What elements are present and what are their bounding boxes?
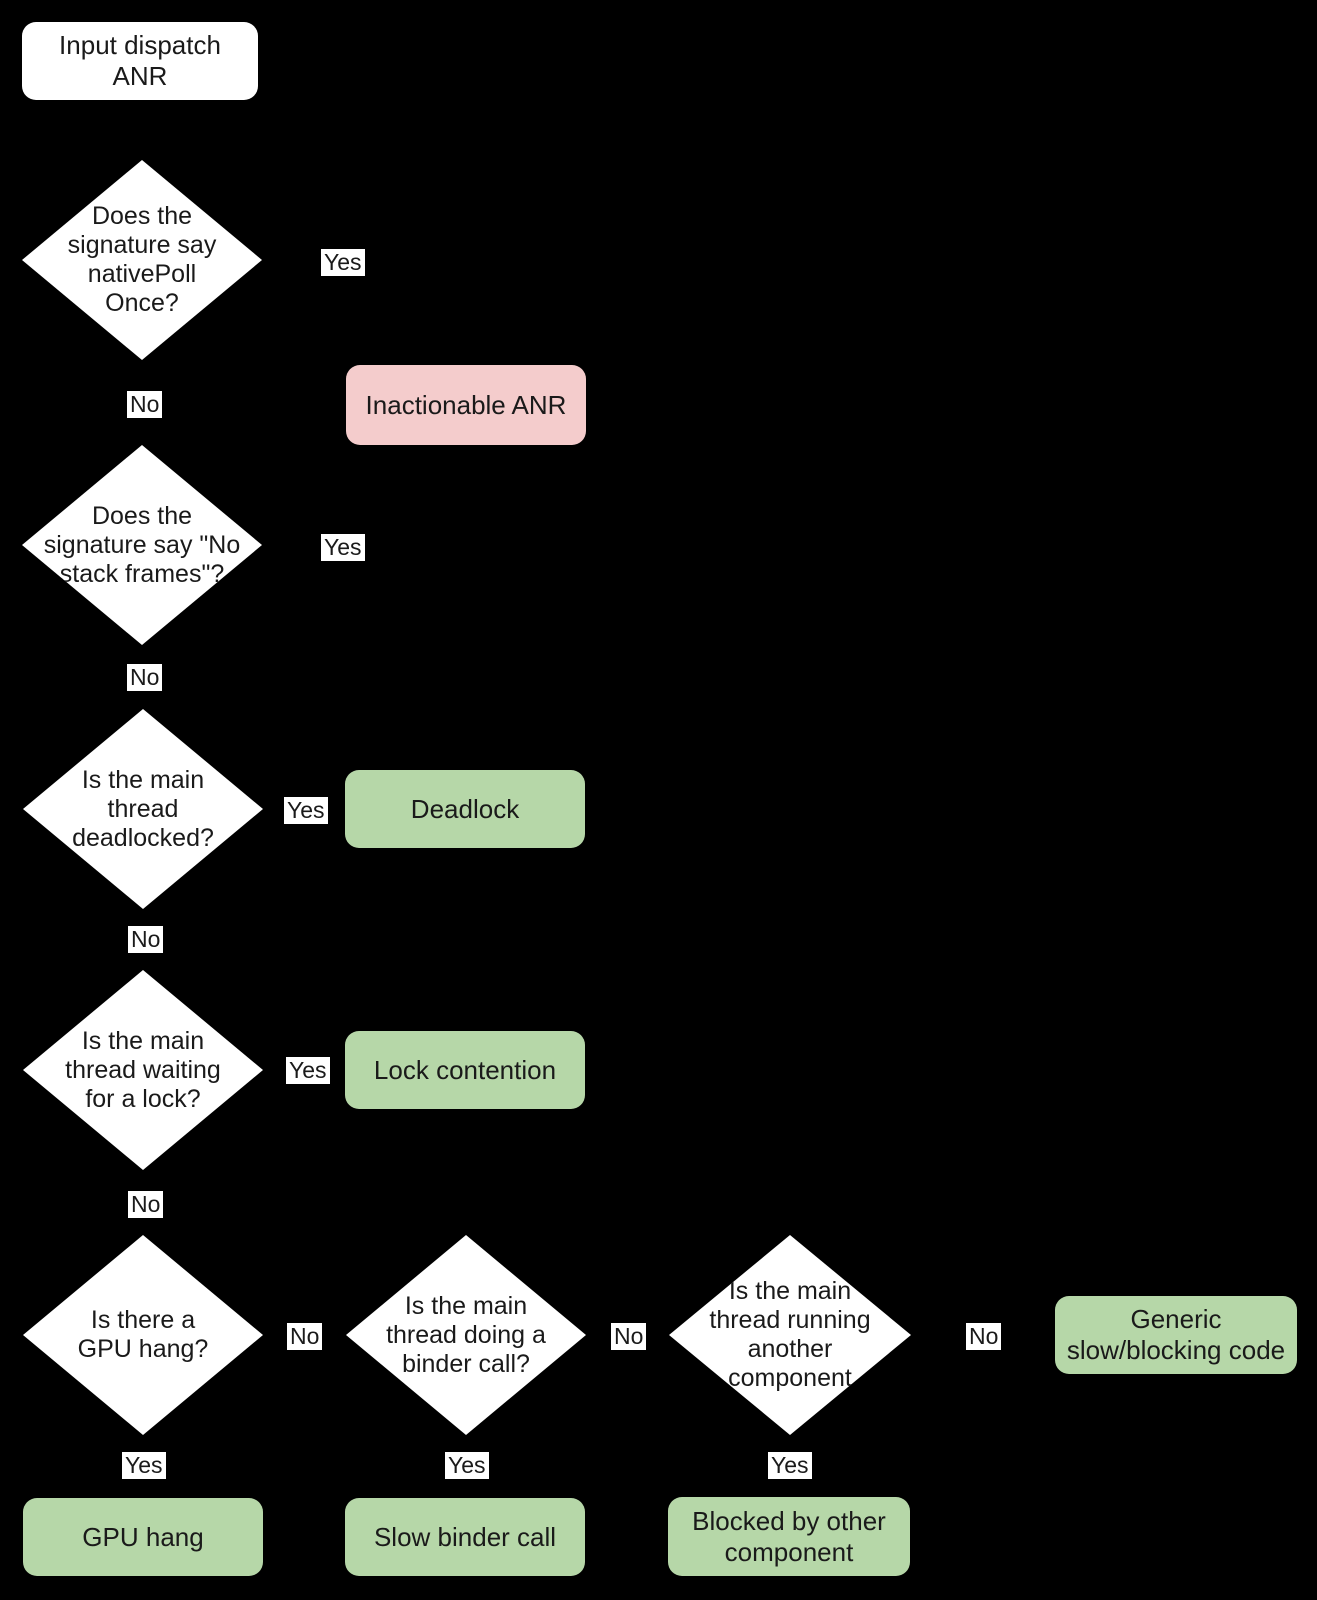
outcome-label: Generic slow/blocking code bbox=[1066, 1304, 1286, 1365]
decision-text: Is the main thread waiting for a lock? bbox=[65, 1026, 221, 1113]
start-node-input-dispatch-anr: Input dispatch ANR bbox=[22, 22, 258, 100]
decision-running-other-component: Is the main thread running another compo… bbox=[669, 1235, 911, 1435]
edge-label-yes-native-poll: Yes bbox=[321, 249, 365, 276]
outcome-blocked-by-other-component: Blocked by other component bbox=[668, 1497, 910, 1576]
edge-label-no-other-component: No bbox=[966, 1323, 1002, 1350]
decision-text: Is the main thread deadlocked? bbox=[72, 765, 214, 852]
edge-label-no-waiting-lock: No bbox=[128, 1191, 164, 1218]
decision-text: Does the signature say "No stack frames"… bbox=[43, 501, 241, 588]
decision-text: Is there a GPU hang? bbox=[77, 1306, 209, 1363]
outcome-label: GPU hang bbox=[82, 1521, 204, 1552]
edge-label-yes-binder-call: Yes bbox=[445, 1452, 489, 1479]
outcome-gpu-hang: GPU hang bbox=[23, 1498, 263, 1576]
edge-label-yes-no-stack-frames: Yes bbox=[321, 534, 365, 561]
decision-text: Is the main thread running another compo… bbox=[709, 1277, 871, 1392]
edge-label-yes-waiting-lock: Yes bbox=[286, 1057, 330, 1084]
outcome-slow-binder-call: Slow binder call bbox=[345, 1498, 585, 1576]
decision-gpu-hang: Is there a GPU hang? bbox=[23, 1235, 263, 1435]
outcome-inactionable-anr: Inactionable ANR bbox=[346, 365, 586, 445]
decision-no-stack-frames: Does the signature say "No stack frames"… bbox=[22, 445, 262, 645]
edge-label-no-no-stack-frames: No bbox=[127, 664, 163, 691]
decision-text: Does the signature say nativePoll Once? bbox=[67, 202, 217, 317]
decision-main-thread-waiting-lock: Is the main thread waiting for a lock? bbox=[23, 970, 263, 1170]
decision-text: Is the main thread doing a binder call? bbox=[386, 1291, 546, 1378]
edge-label-yes-other-component: Yes bbox=[768, 1452, 812, 1479]
outcome-label: Blocked by other component bbox=[692, 1505, 886, 1567]
outcome-label: Lock contention bbox=[373, 1054, 557, 1085]
outcome-lock-contention: Lock contention bbox=[345, 1031, 585, 1109]
outcome-deadlock: Deadlock bbox=[345, 770, 585, 848]
edge-label-no-native-poll: No bbox=[127, 391, 163, 418]
decision-binder-call: Is the main thread doing a binder call? bbox=[346, 1235, 586, 1435]
outcome-label: Inactionable ANR bbox=[365, 389, 567, 420]
edge-label-no-binder-call: No bbox=[611, 1323, 647, 1350]
outcome-label: Deadlock bbox=[410, 793, 520, 824]
outcome-generic-slow-blocking-code: Generic slow/blocking code bbox=[1055, 1296, 1297, 1374]
edge-label-no-deadlocked: No bbox=[128, 926, 164, 953]
edge-label-yes-gpu-hang: Yes bbox=[122, 1452, 166, 1479]
start-node-label: Input dispatch ANR bbox=[59, 30, 221, 91]
edge-label-no-gpu-hang: No bbox=[287, 1323, 323, 1350]
decision-main-thread-deadlocked: Is the main thread deadlocked? bbox=[23, 709, 263, 909]
decision-native-poll-once: Does the signature say nativePoll Once? bbox=[22, 160, 262, 360]
edge-label-yes-deadlocked: Yes bbox=[284, 797, 328, 824]
outcome-label: Slow binder call bbox=[373, 1521, 557, 1552]
